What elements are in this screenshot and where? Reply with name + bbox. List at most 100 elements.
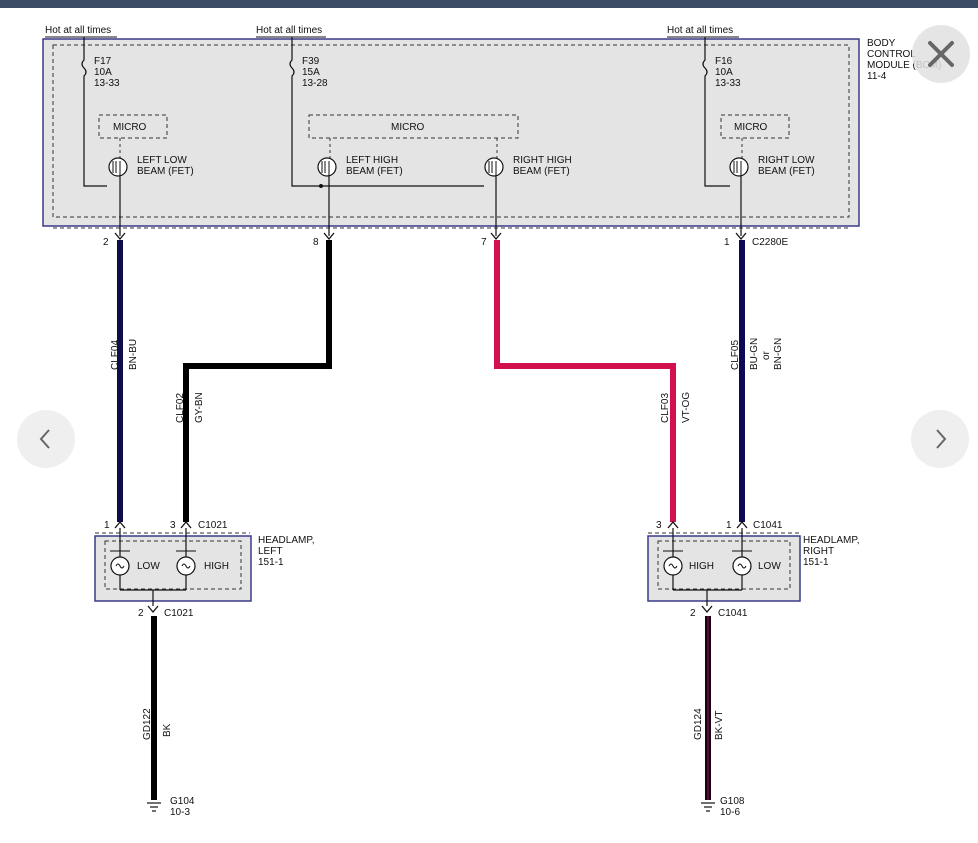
right-lamp-name-1: HEADLAMP, xyxy=(803,535,860,546)
svg-text:10A: 10A xyxy=(715,67,733,78)
left-headlamp: LOW HIGH xyxy=(94,528,252,606)
chevron-right-icon xyxy=(936,429,947,449)
right-lamp-name-2: RIGHT xyxy=(803,546,834,557)
micro-label-left: MICRO xyxy=(113,122,147,133)
svg-text:13-33: 13-33 xyxy=(94,78,120,89)
wire-label-clf05: CLF05 xyxy=(730,340,741,370)
bcm-pin-2: 2 xyxy=(103,232,126,248)
svg-text:RIGHT HIGH: RIGHT HIGH xyxy=(513,155,572,166)
wire-clf02 xyxy=(183,240,332,522)
svg-text:2: 2 xyxy=(103,237,109,248)
right-lamp-connector-in: C1041 xyxy=(753,520,783,531)
wire-or-clf05: or xyxy=(761,350,772,360)
close-button[interactable] xyxy=(912,25,970,83)
wire-color-clf03: VT-OG xyxy=(681,392,692,423)
fuse-f39: F39 15A 13-28 xyxy=(289,37,484,188)
svg-text:1: 1 xyxy=(726,520,732,531)
wire-color-clf04: BN-BU xyxy=(128,339,139,370)
ground-label-g108: G108 xyxy=(720,796,745,807)
svg-text:1: 1 xyxy=(104,520,110,531)
right-lamp-connector-out: C1041 xyxy=(718,608,748,619)
svg-text:LOW: LOW xyxy=(758,561,781,572)
micro-box-center xyxy=(308,114,519,139)
svg-text:15A: 15A xyxy=(302,67,320,78)
svg-text:F39: F39 xyxy=(302,56,320,67)
previous-button[interactable] xyxy=(17,410,75,468)
svg-text:HIGH: HIGH xyxy=(204,561,229,572)
left-lamp-pin-3: 3 xyxy=(170,520,192,531)
svg-text:F17: F17 xyxy=(94,56,112,67)
bcm-module-box xyxy=(42,38,860,227)
wire-label-gd122: GD122 xyxy=(142,708,153,740)
hot-label-left: Hot at all times xyxy=(45,25,111,36)
bcm-label-1: BODY xyxy=(867,38,896,49)
left-lamp-pin-1: 1 xyxy=(104,520,126,531)
next-button[interactable] xyxy=(911,410,969,468)
close-icon xyxy=(928,41,954,67)
ground-ref-g108: 10-6 xyxy=(720,807,740,818)
svg-text:8: 8 xyxy=(313,237,319,248)
ground-ref-g104: 10-3 xyxy=(170,807,190,818)
micro-box-right xyxy=(720,114,790,139)
hot-label-right: Hot at all times xyxy=(667,25,733,36)
wire-color-gd122: BK xyxy=(162,723,173,737)
ground-symbol-g108 xyxy=(701,802,715,812)
left-lamp-ref: 151-1 xyxy=(258,557,284,568)
svg-text:HIGH: HIGH xyxy=(689,561,714,572)
svg-text:7: 7 xyxy=(481,237,487,248)
wire-clf03 xyxy=(494,240,676,522)
svg-text:BEAM (FET): BEAM (FET) xyxy=(513,166,570,177)
svg-text:13-28: 13-28 xyxy=(302,78,328,89)
left-lamp-ground-pin: 2 xyxy=(138,605,159,619)
right-lamp-ground-pin: 2 xyxy=(690,605,713,619)
svg-text:BEAM (FET): BEAM (FET) xyxy=(137,166,194,177)
hot-label-center: Hot at all times xyxy=(256,25,322,36)
wire-color-clf05: BU-GN xyxy=(749,338,760,370)
svg-text:LEFT HIGH: LEFT HIGH xyxy=(346,155,398,166)
svg-text:LOW: LOW xyxy=(137,561,160,572)
bcm-inner-border xyxy=(52,44,850,218)
left-lamp-connector-out: C1021 xyxy=(164,608,194,619)
wire-color-gd124: BK-VT xyxy=(714,711,725,740)
wire-label-gd124: GD124 xyxy=(693,708,704,740)
ground-label-g104: G104 xyxy=(170,796,195,807)
svg-text:RIGHT LOW: RIGHT LOW xyxy=(758,155,815,166)
svg-text:10A: 10A xyxy=(94,67,112,78)
window-top-bar xyxy=(0,0,978,8)
ground-symbol-g104 xyxy=(147,802,161,812)
left-lamp-name-2: LEFT xyxy=(258,546,282,557)
left-lamp-name-1: HEADLAMP, xyxy=(258,535,315,546)
wire-label-clf04: CLF04 xyxy=(110,340,121,370)
micro-box-left xyxy=(98,114,168,139)
wire-color-clf02: GY-BN xyxy=(194,392,205,423)
svg-text:BEAM (FET): BEAM (FET) xyxy=(346,166,403,177)
fuse-f16: F16 10A 13-33 xyxy=(702,37,741,187)
fet-right-high: RIGHT HIGH BEAM (FET) xyxy=(484,155,572,177)
right-lamp-pin-1: 1 xyxy=(726,520,748,531)
wire-label-clf03: CLF03 xyxy=(660,393,671,423)
right-lamp-pin-3: 3 xyxy=(656,520,679,531)
right-lamp-ref: 151-1 xyxy=(803,557,829,568)
right-headlamp: HIGH LOW xyxy=(647,528,801,606)
chevron-left-icon xyxy=(39,429,50,449)
fet-left-high: LEFT HIGH BEAM (FET) xyxy=(317,155,403,177)
bcm-pin-1: 1 xyxy=(724,232,747,248)
wire-alt-color-clf05: BN-GN xyxy=(773,338,784,370)
bcm-connector-label: C2280E xyxy=(752,237,788,248)
svg-text:F16: F16 xyxy=(715,56,733,67)
svg-text:3: 3 xyxy=(170,520,176,531)
svg-text:2: 2 xyxy=(138,608,144,619)
fuse-f17: F17 10A 13-33 xyxy=(81,37,120,187)
svg-text:3: 3 xyxy=(656,520,662,531)
bcm-label-2: CONTROL xyxy=(867,49,916,60)
svg-text:LEFT LOW: LEFT LOW xyxy=(137,155,187,166)
bcm-label-3: MODULE (BCM) xyxy=(867,60,941,71)
bcm-pin-7: 7 xyxy=(481,232,502,248)
svg-text:13-33: 13-33 xyxy=(715,78,741,89)
svg-text:2: 2 xyxy=(690,608,696,619)
left-lamp-connector-in: C1021 xyxy=(198,520,228,531)
micro-label-right: MICRO xyxy=(734,122,768,133)
svg-text:BEAM (FET): BEAM (FET) xyxy=(758,166,815,177)
bcm-pin-8: 8 xyxy=(313,232,335,248)
